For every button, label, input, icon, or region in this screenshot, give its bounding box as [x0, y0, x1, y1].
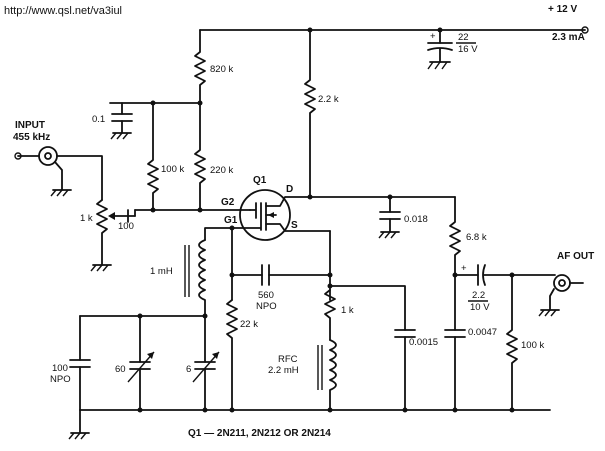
- resistor-6-8k: [449, 196, 461, 276]
- capacitor-560-value: 560: [258, 290, 274, 301]
- watermark-url: http://www.qsl.net/va3iul: [4, 5, 122, 17]
- input-jack: [14, 146, 103, 201]
- variable-capacitor-60: [127, 315, 155, 411]
- capacitor-0-0015-label: 0.0015: [409, 337, 438, 348]
- resistor-100k-bias-label: 100 k: [161, 164, 184, 175]
- capacitor-2-2uf: [452, 264, 556, 286]
- resistor-220k: [194, 102, 206, 211]
- capacitor-supply-22uf: [427, 29, 453, 70]
- capacitor-0-0047-label: 0.0047: [468, 327, 497, 338]
- inductor-rfc: [317, 339, 337, 411]
- variable-capacitor-6-label: 6: [186, 364, 191, 375]
- inductor-1mh-label: 1 mH: [150, 266, 173, 277]
- capacitor-0-1-label: 0.1: [92, 114, 105, 125]
- ground-bus: [68, 407, 551, 440]
- potentiometer-1k-label: 1 k: [80, 213, 93, 224]
- resistor-22k: [226, 299, 238, 411]
- resistor-100k-bias: [147, 102, 159, 213]
- supply-rail: [199, 26, 589, 34]
- capacitor-supply-value: 22: [458, 32, 469, 43]
- resistor-100k-out-label: 100 k: [521, 340, 544, 351]
- capacitor-100-npo-value: 100: [52, 363, 68, 374]
- transistor-q1: [229, 189, 331, 241]
- inductor-1mh: [184, 227, 233, 319]
- capacitor-2-2uf-value: 2.2: [472, 290, 485, 301]
- capacitor-0-018: [378, 196, 401, 239]
- capacitor-0-0047: [444, 274, 466, 411]
- pin-g2-label: G2: [221, 197, 235, 208]
- capacitor-0-1: [109, 100, 203, 140]
- input-label: INPUT: [15, 120, 45, 131]
- capacitor-0-0015: [329, 285, 416, 411]
- pin-s-label: S: [291, 220, 298, 231]
- resistor-220k-label: 220 k: [210, 165, 233, 176]
- capacitor-100-npo-type: NPO: [50, 374, 71, 385]
- resistor-2-2k: [304, 29, 316, 198]
- capacitor-2-2uf-voltage: 10 V: [470, 302, 490, 313]
- pin-g1-label: G1: [224, 215, 238, 226]
- pin-d-label: D: [286, 184, 293, 195]
- resistor-6-8k-label: 6.8 k: [466, 232, 487, 243]
- resistor-820k-label: 820 k: [210, 64, 233, 75]
- transistor-footnote: Q1 — 2N211, 2N212 OR 2N214: [188, 428, 331, 439]
- resistor-2-2k-label: 2.2 k: [318, 94, 339, 105]
- capacitor-supply-plus: +: [430, 31, 436, 42]
- supply-voltage-label: + 12 V: [548, 4, 578, 15]
- rfc-value: 2.2 mH: [268, 365, 299, 376]
- capacitor-supply-voltage: 16 V: [458, 44, 478, 55]
- drain-node: [307, 194, 456, 200]
- rfc-label: RFC: [278, 354, 298, 365]
- af-out-jack: [538, 274, 584, 317]
- variable-capacitor-6: [192, 315, 220, 411]
- resistor-1k: [324, 289, 336, 341]
- potentiometer-1k: [90, 199, 136, 272]
- capacitor-100-label: 100: [118, 221, 134, 232]
- source-node: [327, 230, 333, 301]
- capacitor-0-018-label: 0.018: [404, 214, 428, 225]
- input-frequency-label: 455 kHz: [13, 132, 50, 143]
- capacitor-100: [127, 209, 136, 223]
- af-out-label: AF OUT: [557, 251, 594, 262]
- capacitor-100-npo: [69, 315, 91, 411]
- resistor-1k-label: 1 k: [341, 305, 354, 316]
- variable-capacitor-60-label: 60: [115, 364, 126, 375]
- capacitor-560-type: NPO: [256, 301, 277, 312]
- resistor-100k-out: [506, 274, 518, 411]
- resistor-820k: [194, 29, 206, 104]
- resistor-22k-label: 22 k: [240, 319, 258, 330]
- capacitor-560-npo: [229, 264, 331, 286]
- supply-current-label: 2.3 mA: [552, 32, 585, 43]
- capacitor-2-2uf-plus: +: [461, 263, 467, 274]
- q1-label: Q1: [253, 175, 267, 186]
